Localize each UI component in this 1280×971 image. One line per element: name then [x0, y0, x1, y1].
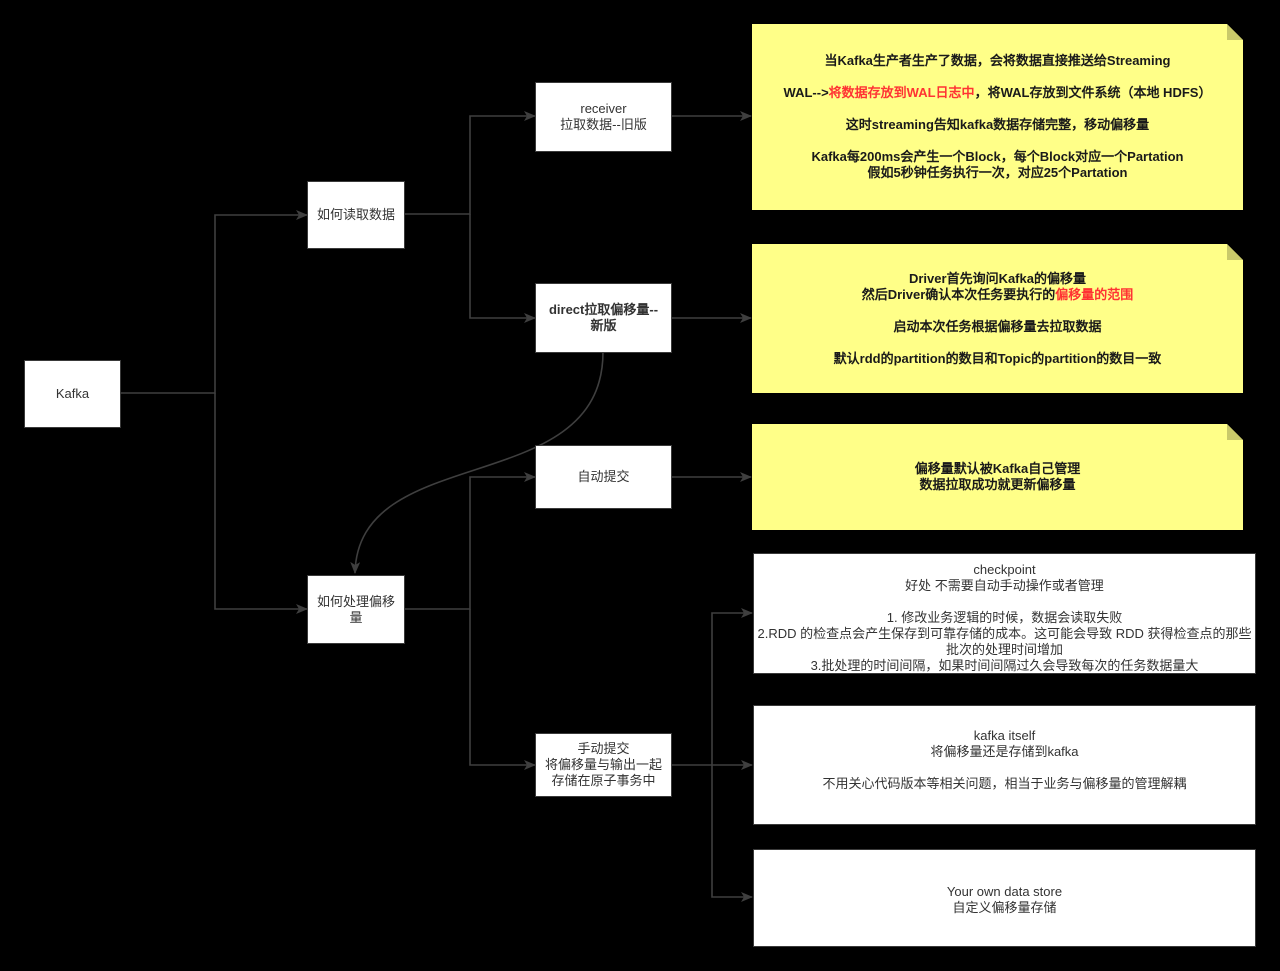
- node-receiver[interactable]: receiver 拉取数据--旧版: [535, 82, 672, 152]
- note-direct-line1: Driver首先询问Kafka的偏移量: [908, 270, 1086, 286]
- store-kafka-itself-desc: 不用关心代码版本等相关问题，相当于业务与偏移量的管理解耦: [822, 776, 1187, 791]
- note-receiver-line4: Kafka每200ms会产生一个Block，每个Block对应一个Partati…: [811, 149, 1184, 164]
- note-auto-line1: 偏移量默认被Kafka自己管理: [914, 461, 1081, 476]
- note-receiver-highlight: 将数据存放到WAL日志中: [828, 85, 975, 100]
- node-direct-title: direct拉取偏移量--: [548, 302, 659, 317]
- store-checkpoint-item2b: 批次的处理时间增加: [945, 642, 1063, 657]
- node-manual-commit-line2: 将偏移量与输出一起: [544, 757, 662, 772]
- node-auto-commit-label: 自动提交: [577, 469, 630, 484]
- edge-read-receiver: [405, 111, 536, 215]
- node-kafka[interactable]: Kafka: [24, 360, 121, 428]
- edge-manual-checkpoint: [671, 608, 753, 766]
- note-auto-commit[interactable]: 偏移量默认被Kafka自己管理 数据拉取成功就更新偏移量: [752, 424, 1243, 530]
- node-handle-offset-line1: 如何处理偏移: [316, 593, 395, 609]
- note-receiver-line5: 假如5秒钟任务执行一次，对应25个Partation: [867, 165, 1128, 180]
- node-read-data-label: 如何读取数据: [316, 207, 395, 222]
- node-direct-subtitle: 新版: [590, 318, 617, 333]
- store-checkpoint-item3: 3.批处理的时间间隔，如果时间间隔过久会导致每次的任务数据量大: [810, 658, 1199, 673]
- store-checkpoint-item1: 1. 修改业务逻辑的时候，数据会读取失败: [886, 610, 1123, 625]
- node-manual-commit-line1: 手动提交: [577, 741, 630, 756]
- edge-handle-manual: [469, 609, 536, 770]
- node-auto-commit[interactable]: 自动提交: [535, 445, 672, 509]
- note-direct-line2: 然后Driver确认本次任务要执行的偏移量的范围: [861, 286, 1134, 302]
- edge-kafka-read: [120, 210, 308, 394]
- note-receiver-line1: 当Kafka生产者生产了数据，会将数据直接推送给Streaming: [824, 53, 1171, 68]
- node-read-data[interactable]: 如何读取数据: [307, 181, 405, 249]
- note-direct-line4: 默认rdd的partition的数目和Topic的partition的数目一致: [833, 350, 1162, 366]
- store-checkpoint-title: checkpoint: [973, 562, 1036, 577]
- node-receiver-subtitle: 拉取数据--旧版: [560, 117, 647, 132]
- note-receiver-line3: 这时streaming告知kafka数据存储完整，移动偏移量: [845, 117, 1150, 132]
- store-checkpoint-subtitle: 好处 不需要自动手动操作或者管理: [905, 578, 1104, 593]
- edge-direct-handle-curve: [350, 351, 604, 574]
- node-handle-offset-line2: 量: [349, 609, 363, 625]
- store-checkpoint[interactable]: checkpoint 好处 不需要自动手动操作或者管理 1. 修改业务逻辑的时候…: [753, 553, 1256, 674]
- note-direct-highlight: 偏移量的范围: [1055, 286, 1134, 302]
- node-direct[interactable]: direct拉取偏移量-- 新版: [535, 283, 672, 353]
- store-kafka-itself-title: kafka itself: [973, 728, 1036, 743]
- node-receiver-title: receiver: [580, 101, 627, 116]
- store-own-subtitle: 自定义偏移量存储: [952, 900, 1057, 915]
- store-kafka-itself-subtitle: 将偏移量还是存储到kafka: [930, 744, 1079, 759]
- edge-manual-own-store: [711, 765, 753, 902]
- edge-handle-auto: [405, 472, 536, 610]
- store-checkpoint-item2a: 2.RDD 的检查点会产生保存到可靠存储的成本。这可能会导致 RDD 获得检查点…: [757, 626, 1252, 641]
- node-handle-offset[interactable]: 如何处理偏移 量: [307, 575, 405, 644]
- store-own-data-store[interactable]: Your own data store 自定义偏移量存储: [753, 849, 1256, 947]
- note-auto-line2: 数据拉取成功就更新偏移量: [919, 477, 1076, 492]
- store-kafka-itself[interactable]: kafka itself 将偏移量还是存储到kafka 不用关心代码版本等相关问…: [753, 705, 1256, 825]
- edge-kafka-handle: [214, 393, 308, 614]
- node-manual-commit-line3: 存储在原子事务中: [551, 773, 656, 788]
- node-manual-commit[interactable]: 手动提交 将偏移量与输出一起 存储在原子事务中: [535, 733, 672, 797]
- edge-read-direct: [469, 214, 536, 323]
- store-own-title: Your own data store: [946, 884, 1063, 899]
- note-direct[interactable]: Driver首先询问Kafka的偏移量 然后Driver确认本次任务要执行的偏移…: [752, 244, 1243, 393]
- note-receiver-line2: WAL-->将数据存放到WAL日志中，将WAL存放到文件系统（本地 HDFS）: [783, 85, 1212, 100]
- note-direct-line3: 启动本次任务根据偏移量去拉取数据: [893, 318, 1102, 334]
- note-receiver[interactable]: 当Kafka生产者生产了数据，会将数据直接推送给Streaming WAL-->…: [752, 24, 1243, 210]
- node-kafka-label: Kafka: [55, 386, 90, 401]
